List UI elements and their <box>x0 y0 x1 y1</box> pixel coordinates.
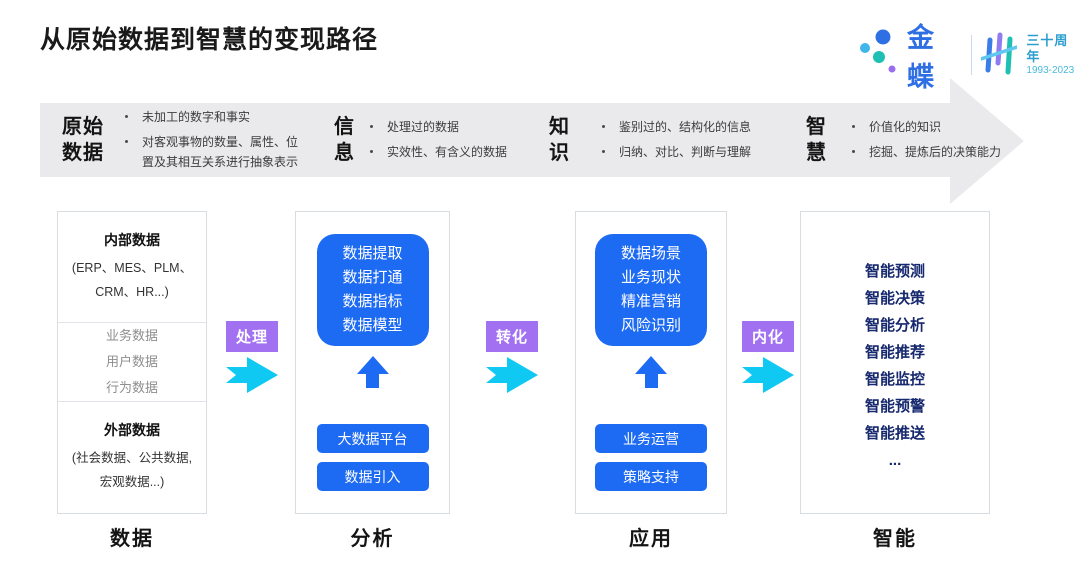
bullet-point: 价值化的知识 <box>852 118 1017 137</box>
stage-information: 信息 <box>334 103 355 177</box>
card-line: 精准营销 <box>620 293 681 310</box>
column-data: 内部数据 (ERP、MES、PLM、 CRM、HR...) 业务数据 用户数据 … <box>57 211 207 514</box>
intel-item: 智能分析 <box>864 317 925 334</box>
bullet-point: 归纳、对比、判断与理解 <box>602 143 782 162</box>
bullet-dot-icon <box>125 140 128 144</box>
anniversary-years: 1993-2023 <box>1026 65 1075 76</box>
bullet-point: 未加工的数字和事实 <box>125 108 301 127</box>
application-card: 数据场景 业务现状 精准营销 风险识别 <box>595 234 707 346</box>
intel-item: 智能决策 <box>864 290 925 307</box>
bullet-dot-icon <box>125 115 128 119</box>
section-title: 内部数据 <box>104 231 160 248</box>
stage-term: 知识 <box>549 116 570 164</box>
logo-divider <box>971 35 973 75</box>
strategy-support-button: 策略支持 <box>595 462 707 491</box>
stage-term: 信息 <box>334 116 355 164</box>
label-application: 应用 <box>629 528 673 550</box>
data-type-item: 行为数据 <box>105 380 158 395</box>
intel-item: 智能推荐 <box>864 344 925 361</box>
column-intelligence: 智能预测 智能决策 智能分析 智能推荐 智能监控 智能预警 智能推送 ... <box>800 211 990 514</box>
bullet-point: 挖掘、提炼后的决策能力 <box>852 143 1017 162</box>
card-line: 数据模型 <box>342 317 403 334</box>
anniversary-text: 三十周年 <box>1026 32 1069 64</box>
section-title: 外部数据 <box>104 422 160 439</box>
bullet-point: 实效性、有含义的数据 <box>370 143 540 162</box>
right-arrow-icon <box>486 357 538 398</box>
banner-arrowhead <box>950 78 1024 204</box>
connector-transform: 转化 <box>477 321 547 398</box>
bullet-dot-icon <box>370 124 373 128</box>
intel-item: 智能预测 <box>864 263 925 280</box>
bullet-point: 鉴别过的、结构化的信息 <box>602 118 782 137</box>
section-line: 宏观数据...) <box>99 475 165 489</box>
up-arrow-icon <box>356 356 389 388</box>
internalize-badge: 内化 <box>741 321 794 352</box>
card-line: 数据指标 <box>342 293 403 310</box>
dikw-banner: 原始数据 未加工的数字和事实 对客观事物的数量、属性、位置及其相互关系进行抽象表… <box>40 103 1001 177</box>
external-data-section: 外部数据 (社会数据、公共数据, 宏观数据...) <box>58 402 206 513</box>
data-type-item: 用户数据 <box>105 354 158 369</box>
section-line: CRM、HR...) <box>95 284 169 299</box>
intel-item: 智能监控 <box>864 371 925 388</box>
page-title: 从原始数据到智慧的变现路径 <box>40 26 379 54</box>
internal-data-section: 内部数据 (ERP、MES、PLM、 CRM、HR...) <box>58 212 206 323</box>
intel-item: 智能预警 <box>864 398 925 415</box>
logo-brand-text: 金蝶 <box>907 23 936 92</box>
card-line: 数据场景 <box>620 245 681 262</box>
transform-badge: 转化 <box>485 321 538 352</box>
data-import-button: 数据引入 <box>316 462 429 491</box>
intel-item: 智能推送 <box>864 425 925 442</box>
thirty-mark-icon <box>979 30 1020 81</box>
section-line: (ERP、MES、PLM、 <box>71 260 193 275</box>
stage-information-points: 处理过的数据 实效性、有含义的数据 <box>370 103 540 177</box>
label-analysis: 分析 <box>350 528 395 550</box>
bullet-dot-icon <box>852 124 855 128</box>
bullet-dot-icon <box>370 150 373 153</box>
stage-term: 原始数据 <box>62 116 104 164</box>
stage-knowledge-points: 鉴别过的、结构化的信息 归纳、对比、判断与理解 <box>602 103 782 177</box>
stage-raw-data-points: 未加工的数字和事实 对客观事物的数量、属性、位置及其相互关系进行抽象表示 <box>125 103 301 177</box>
stage-wisdom: 智慧 <box>806 103 827 177</box>
big-data-platform-button: 大数据平台 <box>316 424 429 453</box>
column-analysis: 数据提取 数据打通 数据指标 数据模型 大数据平台 数据引入 <box>295 211 450 514</box>
connector-internalize: 内化 <box>733 321 803 398</box>
right-arrow-icon <box>742 357 794 398</box>
label-data: 数据 <box>110 528 154 550</box>
label-intelligence: 智能 <box>873 528 917 550</box>
stage-term: 智慧 <box>806 116 827 164</box>
card-line: 数据提取 <box>342 245 403 262</box>
card-line: 风险识别 <box>620 317 681 334</box>
bullet-point: 处理过的数据 <box>370 118 540 137</box>
stage-raw-data: 原始数据 <box>62 103 104 177</box>
data-type-item: 业务数据 <box>105 328 158 343</box>
column-application: 数据场景 业务现状 精准营销 风险识别 业务运营 策略支持 <box>575 211 727 514</box>
section-line: (社会数据、公共数据, <box>71 451 193 466</box>
process-badge: 处理 <box>225 321 278 352</box>
intel-item-ellipsis: ... <box>888 452 902 469</box>
bullet-dot-icon <box>602 124 605 128</box>
bullet-dot-icon <box>602 150 605 153</box>
bullet-point: 对客观事物的数量、属性、位置及其相互关系进行抽象表示 <box>125 133 301 171</box>
kingdee-logo: 金蝶 三十周年 1993-2023 <box>856 16 1080 94</box>
stage-wisdom-points: 价值化的知识 挖掘、提炼后的决策能力 <box>852 103 1017 177</box>
logo-dots-icon <box>856 27 898 84</box>
stage-knowledge: 知识 <box>549 103 570 177</box>
anniversary-block: 三十周年 1993-2023 <box>1026 33 1080 78</box>
card-line: 数据打通 <box>342 269 403 286</box>
right-arrow-icon <box>226 357 278 398</box>
connector-process: 处理 <box>217 321 287 398</box>
business-operation-button: 业务运营 <box>595 424 707 453</box>
analysis-card: 数据提取 数据打通 数据指标 数据模型 <box>316 234 429 346</box>
bullet-dot-icon <box>852 150 855 153</box>
card-line: 业务现状 <box>620 269 681 286</box>
up-arrow-icon <box>635 356 667 388</box>
middle-data-section: 业务数据 用户数据 行为数据 <box>58 323 206 402</box>
